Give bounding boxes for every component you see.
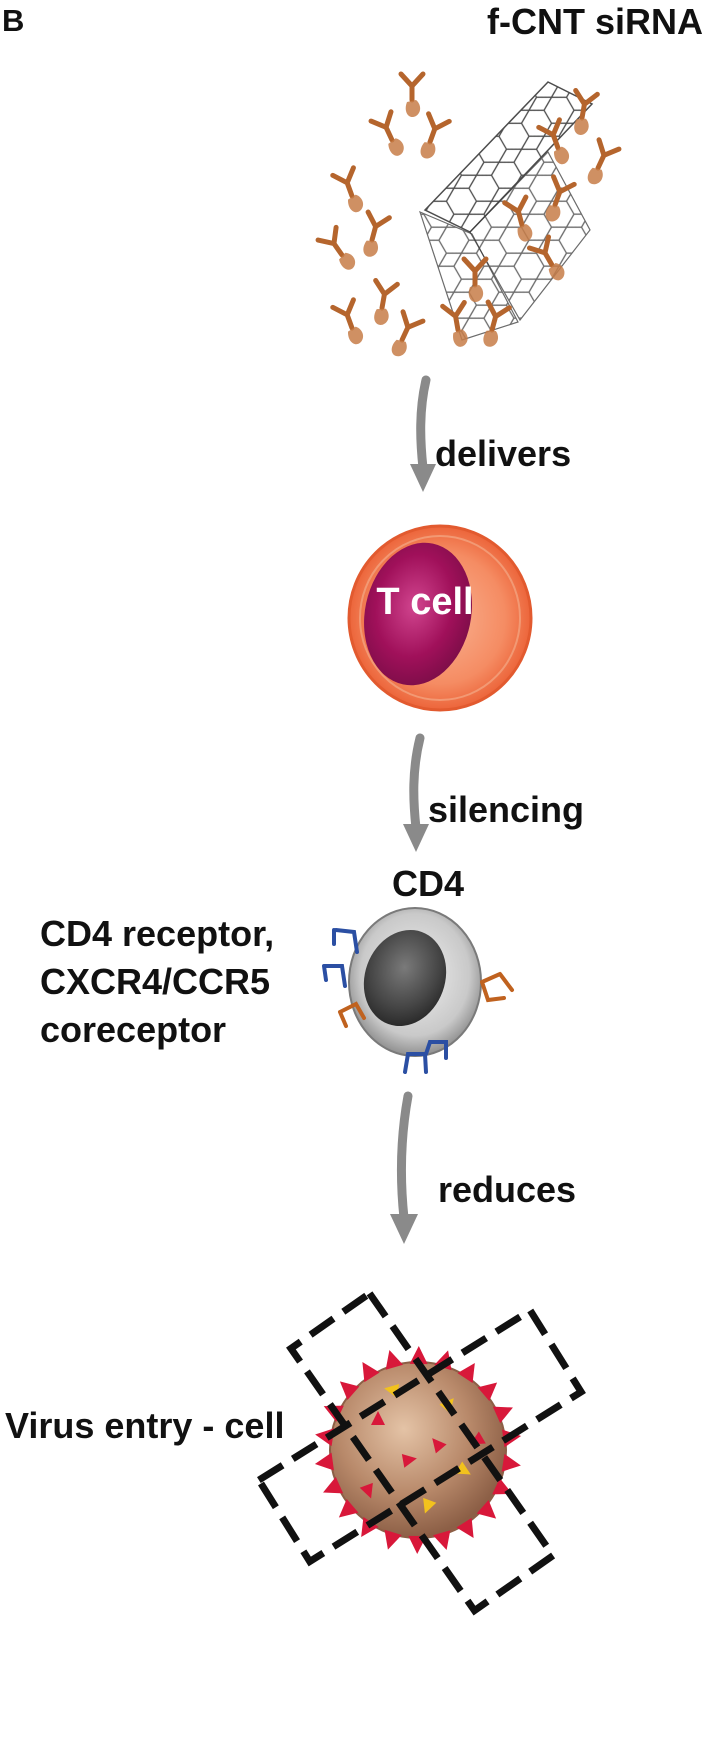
virus-spike (339, 1381, 360, 1401)
cd4-label: CD4 (392, 863, 464, 904)
receptor-line-1: CD4 receptor, (40, 913, 274, 954)
virus-spike (359, 1482, 373, 1499)
virus-spike (409, 1346, 428, 1365)
virus-spike (501, 1453, 521, 1472)
virus-spike (323, 1476, 344, 1494)
blocked-cross-icon (254, 1288, 586, 1616)
step-label-delivers: delivers (435, 433, 571, 474)
virus-spike (432, 1438, 447, 1454)
virus-spike (385, 1349, 404, 1370)
virus-spike (492, 1406, 513, 1424)
t-cell-icon (347, 524, 533, 712)
cd4-cell-icon (322, 907, 514, 1074)
receptor-line-3: coreceptor (40, 1009, 226, 1050)
virus-spike (338, 1498, 359, 1518)
virus-spike (456, 1517, 474, 1538)
t-cell-label: T cell (376, 581, 473, 623)
virus-spike (371, 1411, 385, 1425)
virus-spike (401, 1453, 417, 1468)
virus-dot (423, 1497, 437, 1514)
figure-title: f-CNT siRNA (487, 1, 703, 42)
arrow-delivers (410, 375, 436, 492)
virus-spike (314, 1452, 334, 1471)
step-label-silencing: silencing (428, 789, 584, 830)
virus-spike (457, 1362, 475, 1383)
arrow-silencing (403, 733, 429, 852)
step-label-reduces: reduces (438, 1169, 576, 1210)
arrow-reduces (390, 1091, 418, 1244)
virus-spike (477, 1382, 498, 1402)
virus-spike (476, 1499, 497, 1519)
virus-spike (362, 1362, 380, 1383)
receptor-line-2: CXCR4/CCR5 (40, 961, 270, 1002)
panel-label: B (2, 3, 24, 38)
virus-entry-label: Virus entry - cell (5, 1405, 284, 1446)
virus-spike (432, 1530, 451, 1551)
virus-spike (384, 1529, 402, 1550)
